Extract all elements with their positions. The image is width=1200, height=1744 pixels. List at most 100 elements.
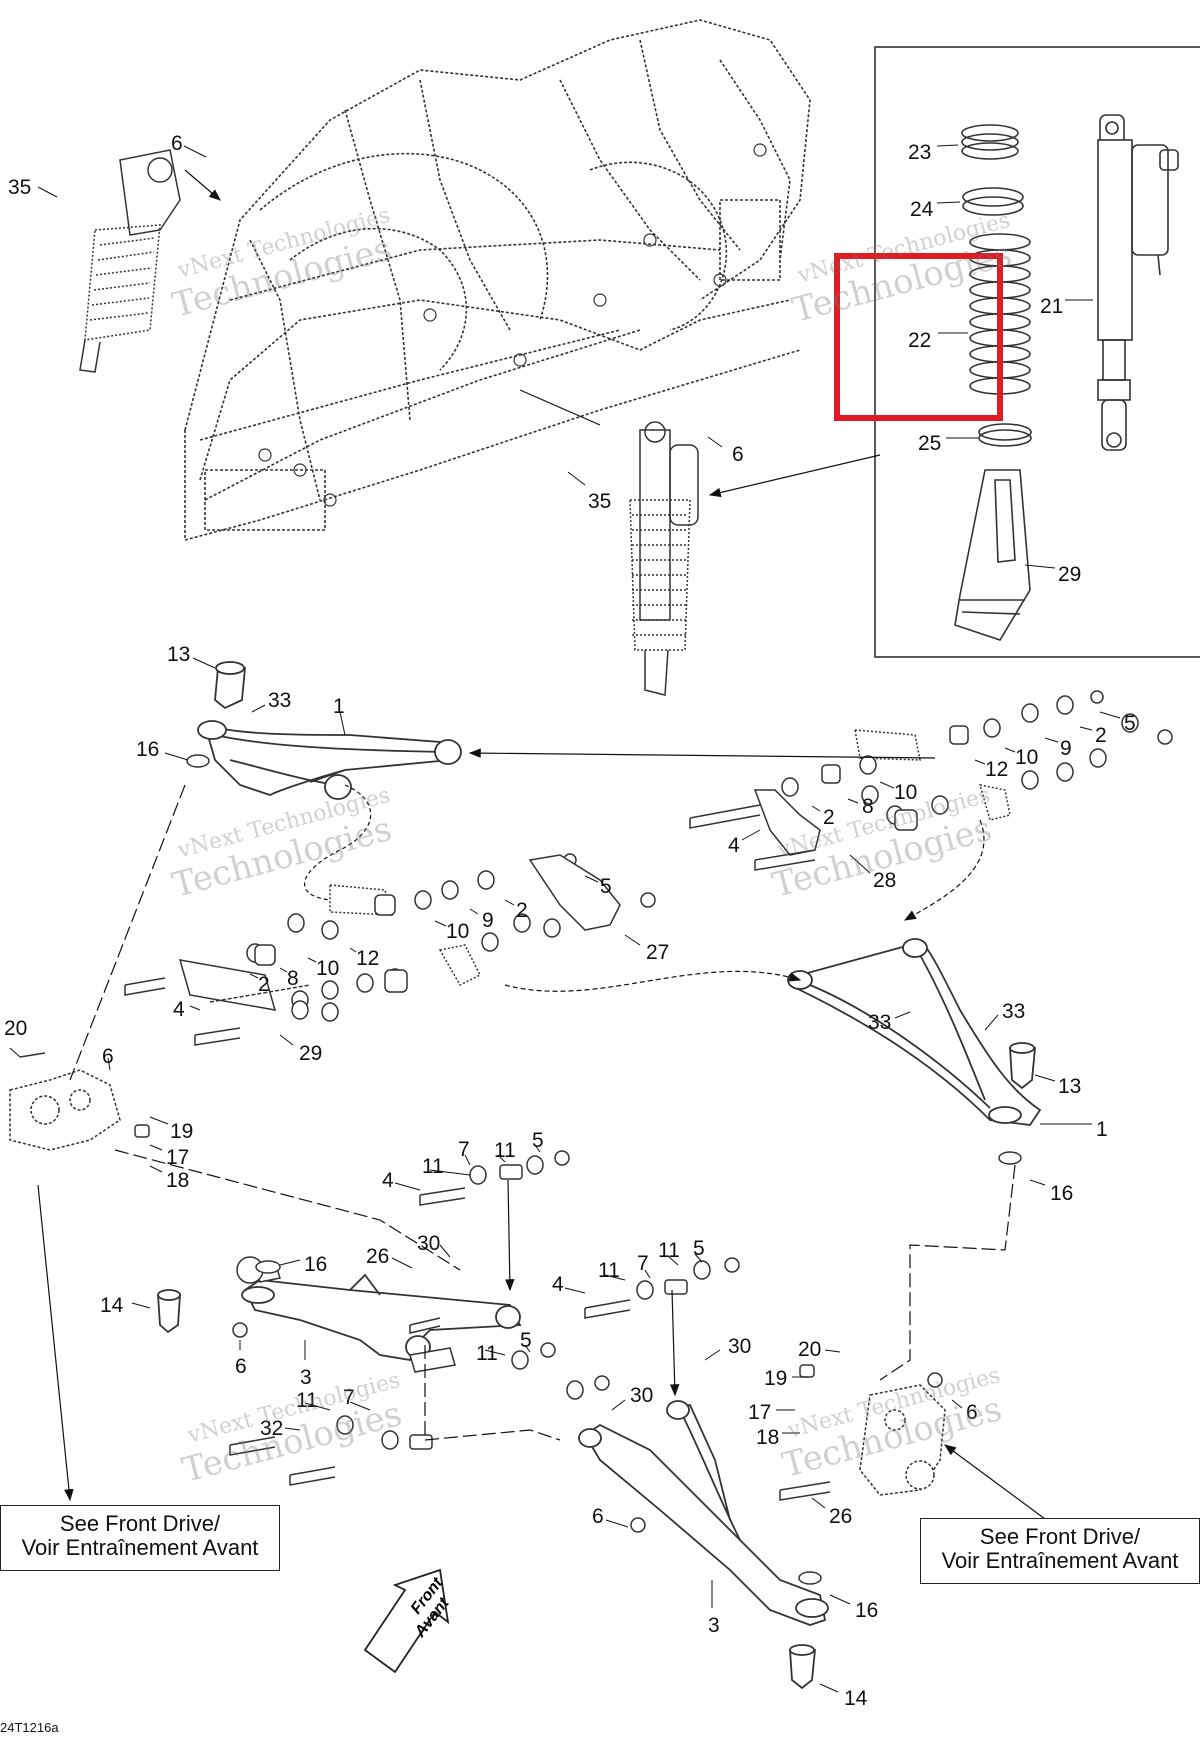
part-label-19: 19 (170, 1120, 193, 1143)
part-label-11: 11 (598, 1259, 620, 1282)
lower-a-arm-left (157, 1273, 522, 1362)
part-label-13: 13 (1058, 1075, 1081, 1098)
part-label-10: 10 (316, 957, 339, 980)
part-label-7: 7 (637, 1252, 649, 1275)
leader-line (1079, 726, 1093, 731)
shock-detail-inset (874, 46, 1200, 658)
leader-line (504, 899, 515, 906)
leader-line (819, 1683, 839, 1693)
part-label-8: 8 (287, 967, 299, 990)
part-label-25: 25 (918, 432, 941, 455)
part-label-11: 11 (658, 1239, 680, 1262)
part-label-24: 24 (910, 198, 934, 221)
leader-line (189, 1005, 201, 1011)
leader-line (439, 1244, 451, 1258)
part-label-30: 30 (728, 1335, 751, 1358)
leader-line (567, 471, 586, 486)
part-label-6: 6 (235, 1355, 247, 1378)
part-label-33: 33 (268, 689, 291, 712)
hardware-stack-upper-right (689, 690, 1173, 871)
leader-line (849, 854, 871, 874)
leader-line (1029, 1179, 1046, 1186)
leader-line (149, 1144, 163, 1151)
leader-line (249, 973, 259, 979)
part-label-14: 14 (844, 1687, 868, 1710)
leader-line (1034, 1074, 1056, 1082)
part-label-14: 14 (100, 1294, 124, 1317)
part-label-18: 18 (166, 1169, 189, 1192)
part-label-32: 32 (260, 1417, 283, 1440)
part-label-16: 16 (855, 1599, 878, 1622)
leader-line (349, 947, 357, 953)
leader-line (304, 1402, 331, 1411)
part-label-6: 6 (171, 132, 183, 155)
part-label-10: 10 (1015, 746, 1038, 769)
part-label-9: 9 (482, 909, 494, 932)
leader-line (829, 1594, 851, 1605)
leader-line (394, 1182, 421, 1191)
part-label-5: 5 (532, 1129, 544, 1152)
leader-line (464, 1154, 471, 1166)
leader-line (1024, 564, 1056, 569)
part-label-8: 8 (862, 795, 874, 818)
front-direction-arrow: Front Avant (363, 1568, 453, 1674)
part-label-30: 30 (630, 1384, 653, 1407)
leader-line (894, 1011, 911, 1019)
leader-line (741, 829, 761, 841)
leader-line (584, 875, 599, 883)
hardware-stack-lower (19, 754, 1022, 1585)
leader-line (811, 805, 821, 812)
leader-line (391, 1257, 413, 1269)
part-label-5: 5 (600, 875, 612, 898)
part-label-28: 28 (873, 869, 896, 892)
leader-line (183, 145, 207, 158)
leader-line (149, 1116, 169, 1125)
part-label-16: 16 (1050, 1182, 1073, 1205)
part-label-11: 11 (494, 1139, 516, 1162)
leader-line (149, 1165, 163, 1173)
leader-line (564, 1287, 586, 1294)
leader-line (811, 1497, 826, 1509)
leader-line (349, 1401, 371, 1411)
leader-line (704, 1349, 721, 1361)
leader-line (279, 1259, 301, 1266)
leader-lines (37, 169, 1061, 1531)
frame-drawing (184, 19, 811, 541)
knuckle-right (859, 1384, 946, 1496)
part-label-26: 26 (829, 1505, 852, 1528)
leader-line (604, 1274, 626, 1281)
part-label-5: 5 (693, 1237, 705, 1260)
leader-line (434, 920, 447, 927)
part-label-23: 23 (908, 141, 931, 164)
leader-line (284, 1427, 301, 1431)
drawing-code: 24T1216a (0, 1720, 59, 1735)
see-front-drive-callout-left[interactable]: See Front Drive/ Voir Entraînement Avant (0, 1505, 280, 1571)
part-label-20: 20 (798, 1338, 821, 1361)
lower-a-arm-right (578, 1400, 829, 1690)
leader-line (429, 1169, 471, 1176)
leader-line (1044, 737, 1059, 743)
see-front-drive-callout-right[interactable]: See Front Drive/ Voir Entraînement Avant (920, 1518, 1200, 1584)
part-label-10: 10 (446, 920, 469, 943)
leader-line (251, 704, 266, 713)
leader-line (936, 201, 961, 204)
part-label-17: 17 (748, 1401, 771, 1424)
part-label-5: 5 (1124, 712, 1136, 735)
leader-line (667, 1255, 679, 1266)
knuckle-left (9, 1069, 121, 1151)
leader-line (524, 1344, 531, 1353)
part-label-16: 16 (304, 1253, 327, 1276)
part-label-21: 21 (1040, 295, 1063, 318)
part-label-7: 7 (343, 1386, 355, 1409)
leader-line (984, 1014, 999, 1031)
part-label-17: 17 (166, 1146, 189, 1169)
part-label-30: 30 (417, 1232, 440, 1255)
part-label-9: 9 (1060, 737, 1072, 760)
part-label-11: 11 (476, 1342, 498, 1365)
part-label-1: 1 (1096, 1118, 1108, 1141)
leader-line (824, 1349, 841, 1353)
part-label-2: 2 (823, 806, 835, 829)
leader-line (107, 1057, 111, 1071)
